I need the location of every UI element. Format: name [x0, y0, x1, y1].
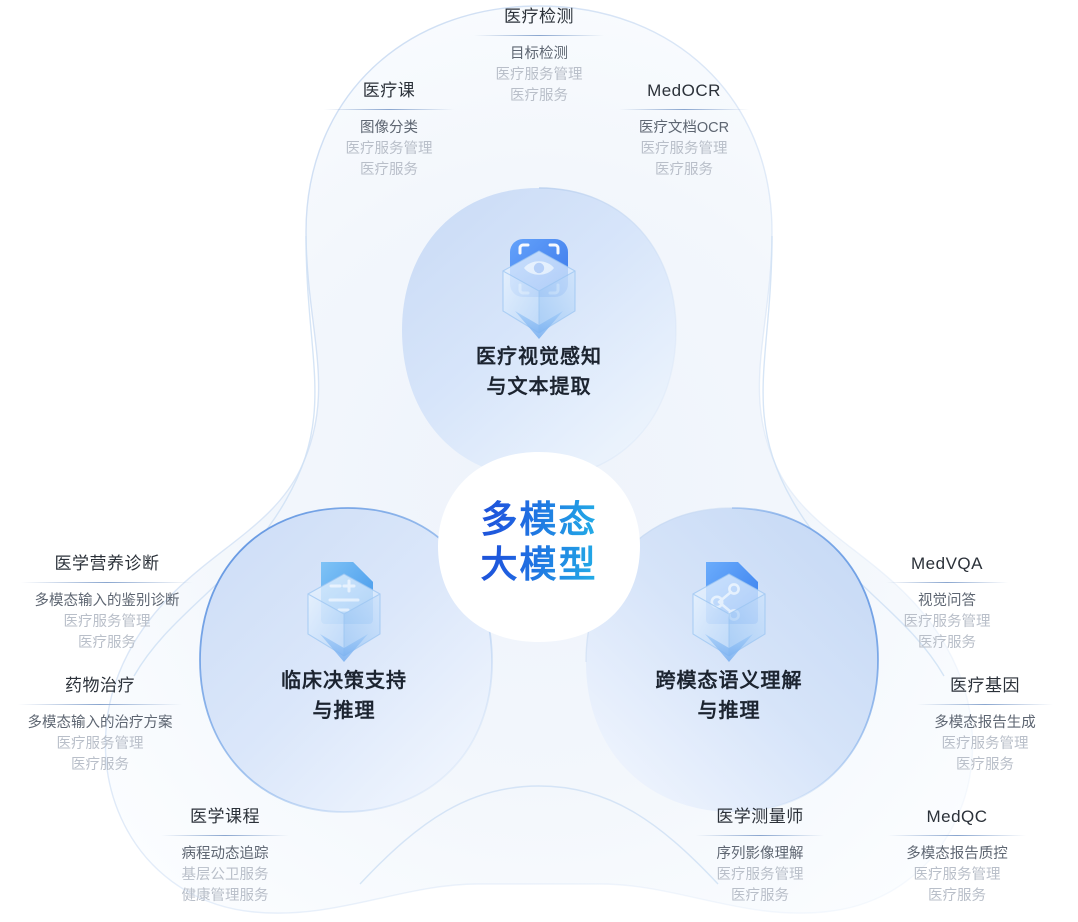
label-medocr-line3: 医疗服务: [655, 162, 713, 178]
label-medical-nutrition-diagnosis-title: 医学营养诊断: [54, 554, 160, 573]
label-medical-detection[interactable]: 医疗检测 目标检测 医疗服务管理 医疗服务: [461, 6, 617, 107]
label-medical-curriculum[interactable]: 医学课程 病程动态追踪 基层公卫服务 健康管理服务: [157, 806, 293, 907]
label-medical-nutrition-diagnosis-line2: 医疗服务管理: [63, 614, 151, 630]
label-medical-detection-title: 医疗检测: [504, 7, 574, 26]
label-medqc-line3: 医疗服务: [928, 888, 986, 904]
lobe-clinical-caption: 临床决策支持 与推理: [224, 666, 464, 726]
label-medical-nutrition-diagnosis[interactable]: 医学营养诊断 多模态输入的鉴别诊断 医疗服务管理 医疗服务: [17, 553, 197, 654]
label-divider: [18, 704, 182, 705]
label-divider: [696, 835, 824, 836]
label-medical-measurer-line2: 医疗服务管理: [716, 867, 804, 883]
lobe-crossmodal-caption: 跨模态语义理解 与推理: [609, 666, 849, 726]
label-medical-course-line1: 图像分类: [360, 120, 418, 136]
label-medical-nutrition-diagnosis-line3: 医疗服务: [78, 635, 136, 651]
label-medical-curriculum-line1: 病程动态追踪: [181, 846, 269, 862]
label-medvqa-line2: 医疗服务管理: [903, 614, 991, 630]
label-medvqa[interactable]: MedVQA 视觉问答 医疗服务管理 医疗服务: [882, 553, 1012, 654]
label-medical-genetics-line1: 多模态报告生成: [934, 715, 1036, 731]
label-medical-curriculum-title: 医学课程: [190, 807, 260, 826]
label-divider: [888, 835, 1026, 836]
label-medical-detection-line3: 医疗服务: [510, 88, 568, 104]
label-divider: [619, 109, 749, 110]
label-medical-genetics-title: 医疗基因: [950, 676, 1020, 695]
interior-sweep-curves: [133, 235, 945, 885]
cube-document-plusminus-icon: [307, 562, 381, 662]
lobe-clinical-line2: 与推理: [312, 700, 376, 722]
label-medvqa-line1: 视觉问答: [918, 593, 976, 609]
lobe-crossmodal-line1: 跨模态语义理解: [655, 670, 803, 692]
lobe-crossmodal-line2: 与推理: [697, 700, 761, 722]
label-medical-measurer-line3: 医疗服务: [731, 888, 789, 904]
label-medical-detection-line1: 目标检测: [510, 46, 568, 62]
label-drug-therapy-title: 药物治疗: [65, 676, 135, 695]
label-medocr-line1: 医疗文档OCR: [638, 120, 730, 136]
cube-node-graph-icon: [692, 562, 766, 662]
label-medqc-line1: 多模态报告质控: [906, 846, 1008, 862]
lobe-vision-line2: 与文本提取: [486, 376, 592, 398]
label-medocr-line2: 医疗服务管理: [640, 141, 728, 157]
label-divider: [324, 109, 454, 110]
label-medvqa-title: MedVQA: [911, 554, 983, 573]
label-medical-nutrition-diagnosis-line1: 多模态输入的鉴别诊断: [34, 593, 180, 609]
label-divider: [917, 704, 1053, 705]
label-drug-therapy-line1: 多模态输入的治疗方案: [27, 715, 173, 731]
label-medical-course[interactable]: 医疗课 图像分类 医疗服务管理 医疗服务: [311, 80, 467, 181]
label-divider: [474, 35, 604, 36]
label-medical-course-line3: 医疗服务: [360, 162, 418, 178]
label-medical-measurer-title: 医学测量师: [716, 807, 804, 826]
label-medical-course-title: 医疗课: [362, 81, 416, 100]
label-medvqa-line3: 医疗服务: [918, 635, 976, 651]
label-drug-therapy[interactable]: 药物治疗 多模态输入的治疗方案 医疗服务管理 医疗服务: [14, 675, 186, 776]
lobe-clinical-line1: 临床决策支持: [281, 670, 407, 692]
label-medical-genetics-line2: 医疗服务管理: [941, 736, 1029, 752]
lobe-vision-caption: 医疗视觉感知 与文本提取: [419, 342, 659, 402]
label-drug-therapy-line2: 医疗服务管理: [56, 736, 144, 752]
label-medocr[interactable]: MedOCR 医疗文档OCR 医疗服务管理 医疗服务: [606, 80, 762, 181]
label-medical-genetics[interactable]: 医疗基因 多模态报告生成 医疗服务管理 医疗服务: [913, 675, 1057, 776]
label-medical-genetics-line3: 医疗服务: [956, 757, 1014, 773]
center-hub: [438, 452, 640, 642]
label-medical-course-line2: 医疗服务管理: [345, 141, 433, 157]
label-medical-detection-line2: 医疗服务管理: [495, 67, 583, 83]
label-divider: [21, 582, 193, 583]
center-title-line1: 多模态: [419, 497, 659, 542]
label-divider: [886, 582, 1008, 583]
label-drug-therapy-line3: 医疗服务: [71, 757, 129, 773]
label-medical-curriculum-line3: 健康管理服务: [181, 888, 269, 904]
label-medocr-title: MedOCR: [647, 81, 721, 100]
center-title: 多模态 大模型: [419, 497, 659, 587]
label-divider: [161, 835, 289, 836]
label-medqc-line2: 医疗服务管理: [913, 867, 1001, 883]
label-medqc-title: MedQC: [926, 807, 988, 826]
lobe-vision-line1: 医疗视觉感知: [476, 346, 602, 368]
center-title-line2: 大模型: [419, 542, 659, 587]
cube-scan-eye-icon: [502, 239, 576, 339]
label-medical-curriculum-line2: 基层公卫服务: [181, 867, 269, 883]
label-medical-measurer[interactable]: 医学测量师 序列影像理解 医疗服务管理 医疗服务: [692, 806, 828, 907]
label-medical-measurer-line1: 序列影像理解: [716, 846, 804, 862]
label-medqc[interactable]: MedQC 多模态报告质控 医疗服务管理 医疗服务: [884, 806, 1030, 907]
